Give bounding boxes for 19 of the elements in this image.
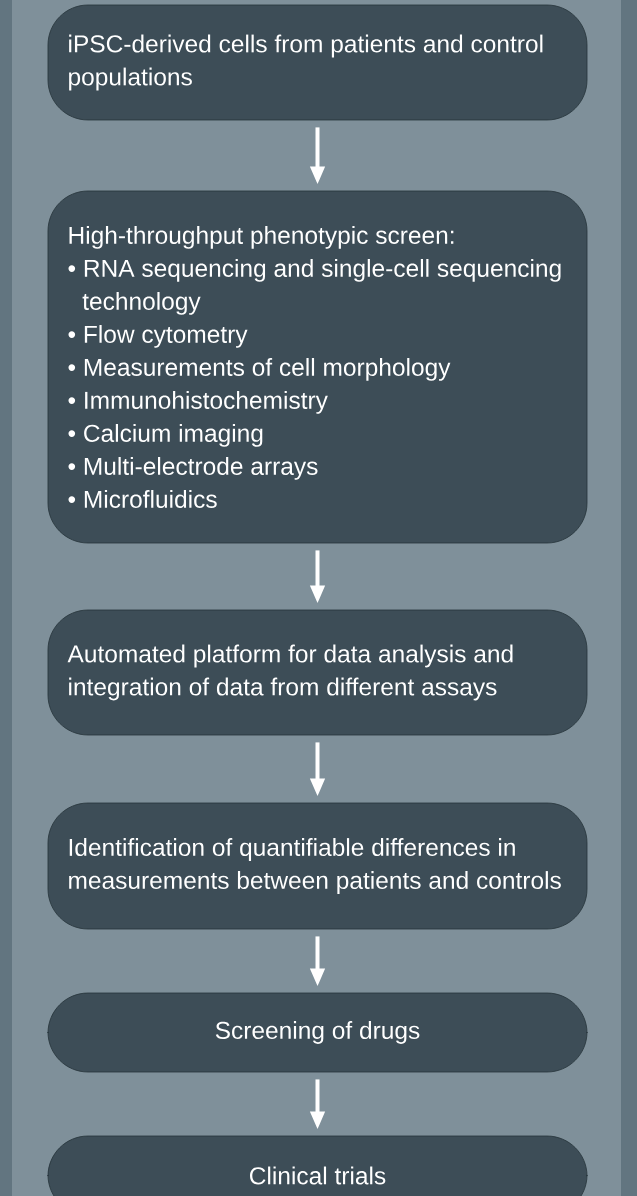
process-box bbox=[47, 609, 588, 736]
process-box bbox=[47, 802, 588, 930]
bullet-item: • Measurements of cell morphology bbox=[68, 358, 451, 381]
process-box bbox=[47, 190, 588, 544]
process-box bbox=[47, 992, 588, 1073]
box-text: Identification of quantifiable differences in measurements between patients and controls bbox=[69, 838, 561, 894]
box-text: High-throughput phenotypic screen: bbox=[69, 226, 454, 249]
bullet-item: • Multi-electrode arrays bbox=[68, 457, 318, 480]
bullet-item: • Immunohistochemistry bbox=[68, 391, 328, 414]
bullet-item: • Flow cytometry bbox=[68, 325, 248, 348]
box-text: Automated platform for data analysis and integration of data from different assays bbox=[67, 644, 513, 701]
process-box bbox=[47, 4, 588, 121]
box-text: iPSC-derived cells from patients and control populations bbox=[69, 34, 543, 91]
box-text: Clinical trials bbox=[250, 1166, 386, 1185]
bullet-item: • Calcium imaging bbox=[68, 424, 263, 447]
process-box bbox=[47, 1135, 588, 1196]
bullet-item: • Microfluidics bbox=[68, 490, 217, 508]
bullet-item: • RNA sequencing and single-cell sequencing technology bbox=[68, 259, 561, 315]
box-text: Screening of drugs bbox=[215, 1021, 420, 1044]
